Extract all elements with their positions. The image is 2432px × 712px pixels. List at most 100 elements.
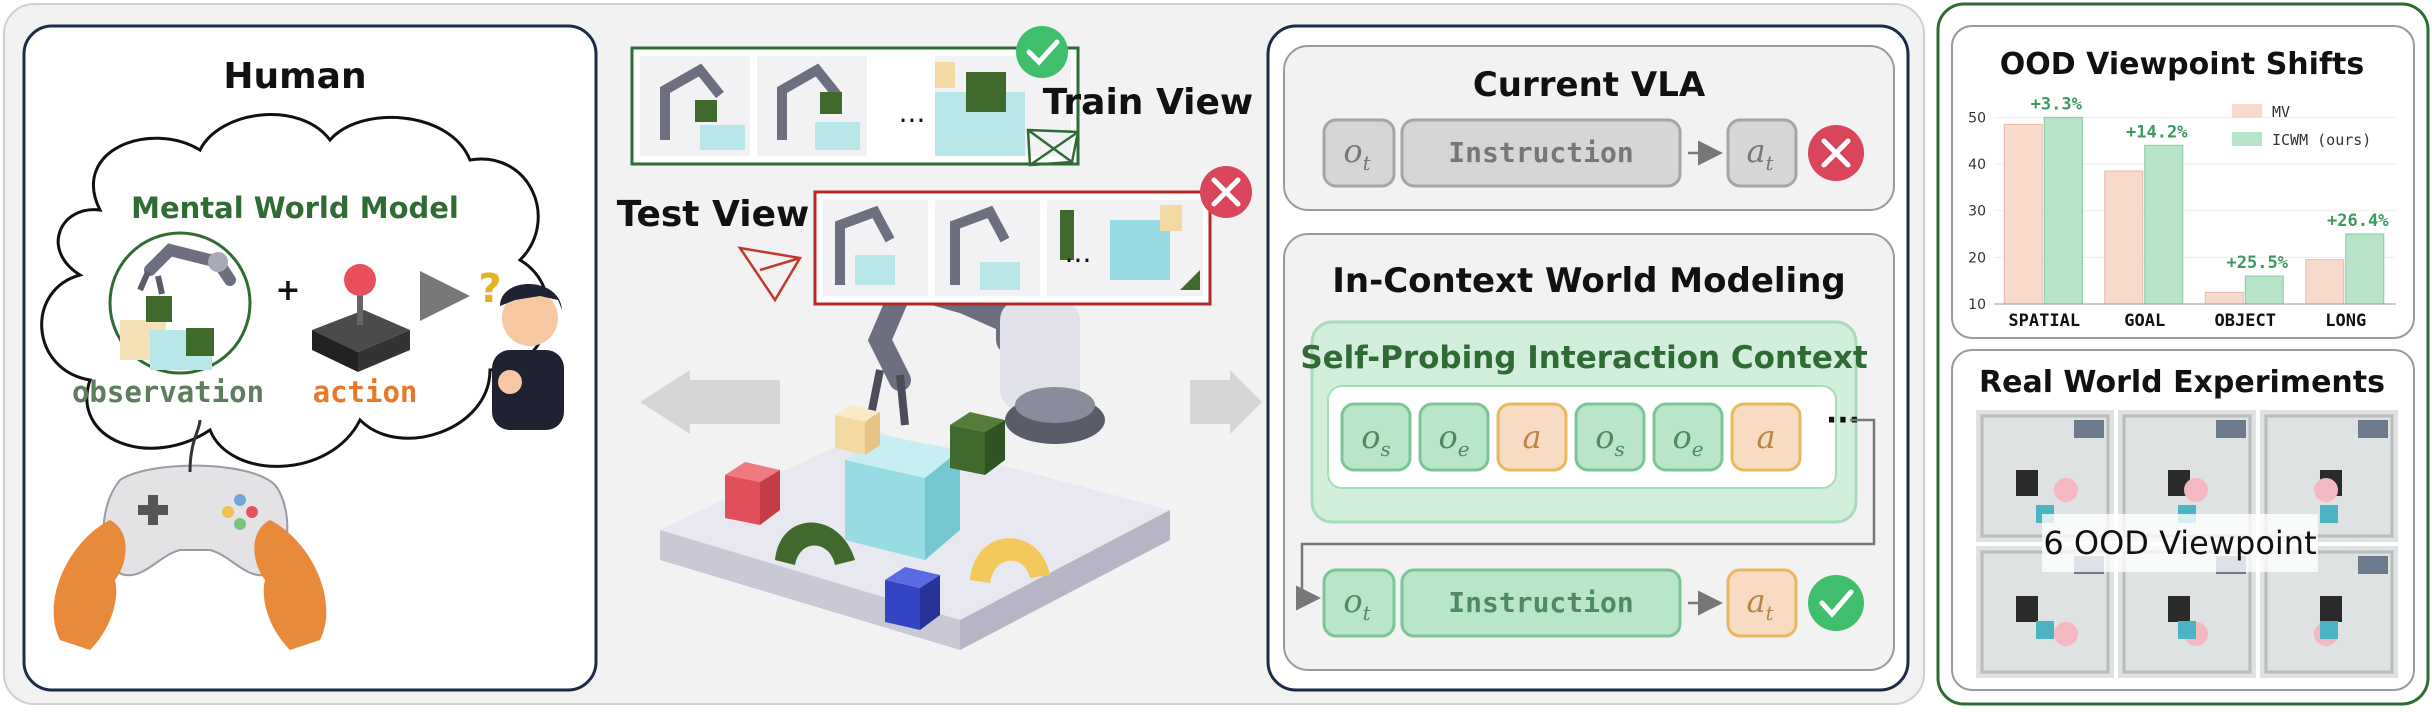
real-world-box: Real World Experiments 6 OOD Viewpoint [1951, 349, 2415, 691]
chart-annotation: +14.2% [2126, 122, 2188, 142]
icwm-instruction-token [1400, 568, 1682, 638]
icwm-instruction-label: Instruction [1448, 586, 1633, 619]
train-view-label: Train View [1043, 82, 1253, 123]
vla-act-token-sub: t [1766, 151, 1775, 175]
context-token [1340, 402, 1412, 472]
chart-ytick-label: 40 [1968, 157, 1986, 173]
mental-model-title: Mental World Model [131, 191, 459, 225]
svg-text:at: at [1746, 582, 1774, 625]
action-label: action [313, 375, 418, 409]
current-vla-title: Current VLA [1473, 65, 1706, 105]
icwm-obs-token [1322, 568, 1396, 638]
icwm-box: In-Context World Modeling Self-Probing I… [1283, 233, 1895, 671]
icwm-obs-token-base: o [1343, 582, 1362, 620]
human-panel: Human Mental World Model + ? [22, 24, 598, 692]
green-block [950, 412, 1005, 475]
vla-instruction-label: Instruction [1448, 136, 1633, 169]
icwm-check-icon [1808, 575, 1864, 631]
context-token-label: oe [1438, 418, 1469, 461]
vla-act-token-base: a [1746, 132, 1765, 170]
context-token-base: o [1438, 418, 1457, 456]
left-arrow-icon [640, 370, 780, 434]
test-view-label: Test View [617, 194, 810, 235]
chart-ytick-label: 20 [1968, 250, 1986, 266]
ood-chart: 10 20 30 40 50 +3.3% SPATIAL +14.2% GOAL +25.5% OB… [1968, 94, 2396, 331]
context-token-base: o [1595, 418, 1614, 456]
context-token-label: oe [1672, 418, 1703, 461]
vla-obs-token-base: o [1343, 132, 1362, 170]
ood-title: OOD Viewpoint Shifts [2000, 47, 2364, 82]
joystick-icon [312, 264, 410, 372]
observation-label: observation [72, 375, 264, 409]
svg-text:ot: ot [1343, 582, 1371, 625]
context-token-base: a [1756, 418, 1775, 456]
context-token-sub: e [1692, 437, 1704, 461]
human-title: Human [223, 56, 366, 97]
context-token-base: a [1522, 418, 1541, 456]
chart-annotation: +3.3% [2031, 94, 2083, 114]
chart-ytick-label: 10 [1968, 297, 1986, 313]
robot-scene [640, 259, 1262, 650]
context-token-label: a [1756, 418, 1775, 456]
plus-sign: + [275, 273, 300, 308]
real-title: Real World Experiments [1979, 365, 2385, 400]
context-token-sub: s [1381, 437, 1391, 461]
train-check-icon [1016, 26, 1068, 78]
context-token-sub: s [1615, 437, 1625, 461]
svg-text:ot: ot [1343, 132, 1371, 175]
green-arch [775, 522, 855, 565]
chart-bar [2345, 233, 2385, 305]
chart-category-label: GOAL [2124, 311, 2165, 331]
context-token-label: os [1361, 418, 1391, 461]
icwm-act-token-base: a [1746, 582, 1765, 620]
icwm-title: In-Context World Modeling [1332, 261, 1846, 301]
chart-bar [2305, 259, 2345, 305]
legend-swatch [2232, 104, 2262, 118]
context-feedback-arrow [1296, 418, 1876, 611]
current-vla-box: Current VLA ot Instruction at [1283, 45, 1895, 211]
thought-cloud [40, 113, 550, 468]
chart-bar [2043, 116, 2083, 305]
context-token [1574, 402, 1646, 472]
context-token-label: a [1522, 418, 1541, 456]
icwm-act-token [1726, 568, 1798, 638]
observation-image [108, 231, 252, 375]
context-title: Self-Probing Interaction Context [1300, 340, 1868, 376]
chart-bar [2003, 123, 2043, 305]
chart-category-label: SPATIAL [2008, 311, 2080, 331]
real-overlay-label: 6 OOD Viewpoint [2043, 524, 2316, 562]
yellow-arch [970, 538, 1050, 583]
gamepad-icon [53, 419, 327, 650]
beige-block [835, 405, 880, 455]
test-camera-icon [737, 246, 803, 303]
train-view-strip: ... [630, 26, 1080, 167]
chart-category-label: LONG [2325, 311, 2366, 331]
chart-annotation: +25.5% [2227, 253, 2289, 273]
test-view-strip: ... [813, 166, 1252, 306]
blue-block [885, 567, 940, 630]
chart-ytick-label: 30 [1968, 204, 1986, 220]
chart-category-label: OBJECT [2215, 311, 2276, 331]
context-token-label: os [1595, 418, 1625, 461]
chart-bar [2204, 291, 2244, 305]
vla-act-token [1726, 118, 1798, 188]
context-token-base: o [1361, 418, 1380, 456]
test-ellipsis: ... [1065, 236, 1092, 269]
chart-ytick-label: 50 [1968, 110, 1986, 126]
train-camera-icon [1026, 128, 1080, 167]
svg-text:at: at [1746, 132, 1774, 175]
train-ellipsis: ... [899, 96, 926, 129]
real-overlay-bg [2042, 514, 2318, 572]
vla-obs-token-sub: t [1363, 151, 1372, 175]
question-mark: ? [478, 266, 501, 312]
red-block [725, 462, 780, 525]
legend-swatch [2232, 132, 2262, 146]
context-token [1496, 402, 1568, 472]
legend-label: MV [2272, 103, 2290, 121]
chart-bar [2104, 170, 2144, 305]
context-token [1730, 402, 1802, 472]
icwm-act-token-sub: t [1766, 601, 1775, 625]
context-token-base: o [1672, 418, 1691, 456]
